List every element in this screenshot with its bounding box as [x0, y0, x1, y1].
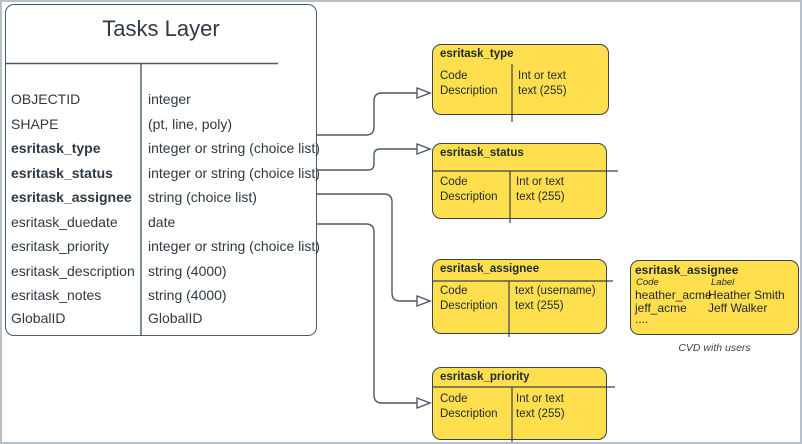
- field-name-description: esritask_description: [11, 262, 135, 279]
- choice-box-assignee-title: esritask_assignee: [440, 263, 540, 275]
- cvd-caption: CVD with users: [678, 342, 751, 354]
- arrowhead-assignee: [416, 294, 432, 308]
- arrowhead-status: [416, 142, 432, 156]
- field-type-status: integer or string (choice list): [148, 164, 320, 181]
- tasks-layer-box: [5, 4, 317, 336]
- field-name-assignee: esritask_assignee: [11, 189, 132, 205]
- choice-box-priority: [432, 367, 607, 440]
- field-name-status: esritask_status: [11, 164, 113, 181]
- choice-box-assignee: [432, 259, 607, 334]
- choice-box-type: [432, 44, 609, 115]
- field-type-description: string (4000): [148, 262, 227, 279]
- arrowhead-priority: [416, 396, 432, 410]
- connector-assignee: [317, 193, 417, 302]
- field-type-globalid: GlobalID: [148, 310, 203, 326]
- cvd-ellipsis: ....: [635, 312, 649, 326]
- field-type-duedate: date: [148, 213, 176, 230]
- cvd-header-code: Code: [636, 277, 659, 288]
- field-type-notes: string (4000): [148, 287, 227, 303]
- cvd-header-label: Label: [711, 277, 735, 288]
- cvd-box-title: esritask_assignee: [635, 263, 739, 277]
- field-name-notes: esritask_notes: [11, 287, 102, 303]
- tasks-layer-title: Tasks Layer: [102, 16, 220, 41]
- field-type-assignee: string (choice list): [148, 189, 257, 205]
- field-name-shape: SHAPE: [11, 115, 59, 132]
- field-name-duedate: esritask_duedate: [11, 213, 118, 230]
- choice-box-type-title: esritask_type: [440, 48, 514, 60]
- connector-status: [317, 148, 417, 171]
- connector-type: [317, 92, 417, 136]
- cvd-user-label-2: Jeff Walker: [708, 301, 768, 315]
- cvd-user-code-1: heather_acme: [635, 288, 712, 302]
- cvd-user-label-1: Heather Smith: [708, 288, 785, 302]
- field-type-shape: (pt, line, poly): [148, 115, 233, 132]
- field-type-type: integer or string (choice list): [148, 140, 320, 156]
- field-name-type: esritask_type: [11, 140, 101, 156]
- field-name-objectid: OBJECTID: [11, 91, 81, 107]
- cvd-box: [630, 260, 799, 335]
- arrowhead-type: [416, 86, 432, 100]
- choice-box-priority-title: esritask_priority: [440, 371, 530, 383]
- field-name-globalid: GlobalID: [11, 310, 66, 326]
- field-type-objectid: integer: [148, 91, 191, 107]
- choice-box-status-title: esritask_status: [440, 147, 524, 159]
- cvd-user-code-2: jeff_acme: [635, 301, 687, 315]
- field-name-priority: esritask_priority: [11, 238, 110, 254]
- assignee-col2: text (username)text (255): [515, 285, 596, 312]
- field-type-priority: integer or string (choice list): [148, 238, 320, 254]
- connector-priority: [317, 223, 417, 404]
- choice-box-status: [432, 143, 607, 219]
